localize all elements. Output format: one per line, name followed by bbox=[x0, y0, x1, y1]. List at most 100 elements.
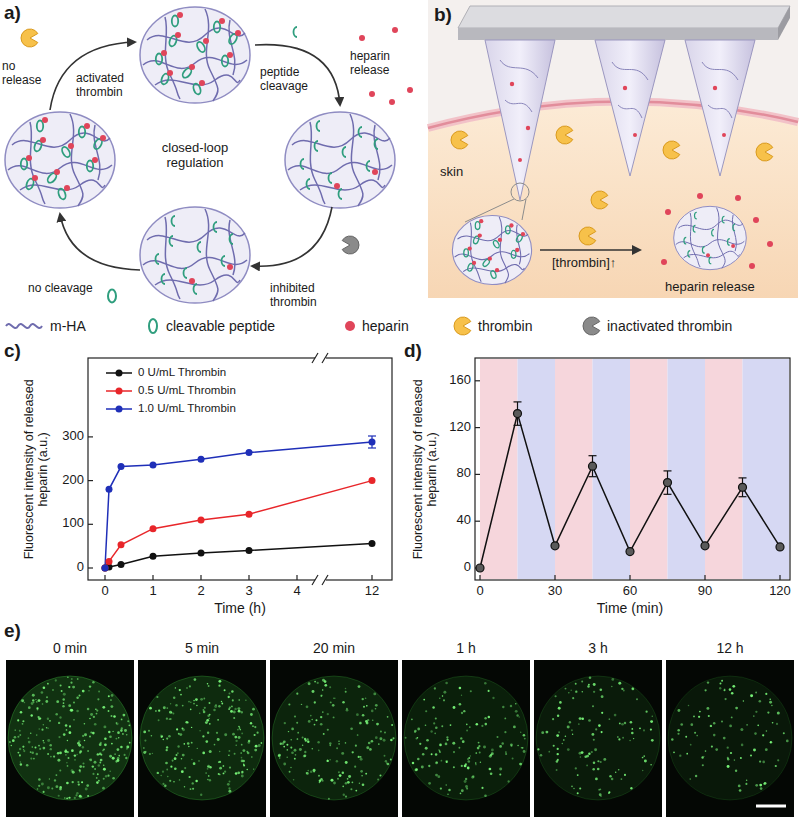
fluorescence-dot bbox=[188, 746, 190, 748]
fluorescence-dot bbox=[559, 701, 562, 704]
released-heparin bbox=[369, 91, 375, 97]
fluorescence-dot bbox=[117, 731, 120, 734]
pulsatile-chart bbox=[739, 483, 747, 491]
fluorescence-dot bbox=[431, 753, 433, 755]
fluorescence-dot bbox=[688, 705, 690, 707]
fluorescence-dot bbox=[446, 761, 448, 763]
microneedle-illustration bbox=[556, 126, 573, 144]
fluorescence-dot bbox=[390, 739, 393, 742]
fluorescence-dot bbox=[727, 747, 729, 749]
fluorescence-dot bbox=[484, 682, 487, 685]
fluorescence-dot bbox=[579, 717, 582, 720]
legend-swatches bbox=[6, 324, 42, 328]
fluorescence-dot bbox=[308, 682, 311, 685]
microneedle-illustration bbox=[702, 62, 738, 80]
fluorescence-dot bbox=[739, 789, 742, 792]
fluorescence-dot bbox=[237, 707, 240, 710]
released-heparin bbox=[407, 87, 413, 93]
hydrogel-cycle bbox=[285, 112, 395, 208]
fluorescence-dot bbox=[618, 738, 620, 740]
fluorescence-dot bbox=[179, 689, 181, 691]
pulsatile-chart bbox=[664, 479, 672, 487]
fluorescence-dot bbox=[593, 691, 595, 693]
fluorescence-dot bbox=[176, 754, 178, 756]
fluorescence-dot bbox=[242, 749, 245, 752]
fluorescence-dot bbox=[518, 716, 520, 718]
release-chart bbox=[105, 481, 372, 568]
fluorescence-dot bbox=[172, 713, 174, 715]
fluorescence-dot bbox=[191, 742, 193, 744]
fluorescence-dot bbox=[166, 738, 168, 740]
fluorescence-dot bbox=[459, 687, 462, 690]
fluorescence-dot bbox=[379, 774, 381, 776]
fluorescence-dot bbox=[345, 691, 347, 693]
fluorescence-dot bbox=[750, 754, 752, 756]
fluorescence-dot bbox=[373, 692, 376, 695]
release-chart bbox=[150, 553, 157, 560]
fluorescence-dot bbox=[188, 701, 190, 703]
fluorescence-dot bbox=[329, 759, 331, 761]
fluorescence-dot bbox=[19, 754, 21, 756]
fluorescence-dot bbox=[479, 751, 481, 753]
pulsatile-chart bbox=[475, 358, 790, 580]
fluorescence-dot bbox=[20, 761, 22, 763]
fluorescence-dot bbox=[510, 743, 513, 746]
fluorescence-dot bbox=[295, 754, 297, 756]
release-chart bbox=[105, 544, 372, 569]
microneedle-illustration bbox=[485, 40, 555, 200]
fluorescence-dot bbox=[515, 703, 516, 704]
fluorescence-dot bbox=[31, 702, 34, 705]
fluorescence-dot bbox=[217, 719, 219, 721]
fluorescence-dot bbox=[713, 722, 715, 724]
pulsatile-chart bbox=[593, 359, 631, 579]
fluorescence-dot bbox=[677, 729, 680, 732]
fluorescence-dot bbox=[597, 760, 599, 762]
pulsatile-chart bbox=[626, 548, 634, 556]
fluorescence-dot bbox=[81, 781, 83, 783]
fluorescence-dot bbox=[286, 756, 288, 758]
release-chart bbox=[118, 561, 125, 568]
fluorescence-dot bbox=[235, 740, 237, 742]
fluorescence-dot bbox=[65, 749, 66, 750]
fluorescence-dot bbox=[75, 794, 77, 796]
fluorescence-dot bbox=[89, 759, 92, 762]
pulsatile-chart bbox=[589, 462, 597, 470]
fluorescence-dot bbox=[359, 721, 362, 724]
fluorescence-dot bbox=[290, 747, 292, 749]
fluorescence-dot bbox=[731, 692, 734, 695]
fluorescence-dot bbox=[229, 707, 231, 709]
fluorescence-dot bbox=[30, 751, 32, 753]
fluorescence-dot bbox=[254, 734, 256, 736]
fluorescence-dot bbox=[81, 796, 83, 798]
fluorescence-dot bbox=[100, 742, 102, 744]
fluorescence-dot bbox=[120, 729, 123, 732]
fluorescence-dot bbox=[82, 735, 84, 737]
micrograph-panel: 12 h bbox=[666, 638, 798, 817]
fluorescence-dot bbox=[368, 742, 371, 745]
fluorescence-dot bbox=[470, 755, 471, 756]
fluorescence-dot bbox=[17, 752, 19, 754]
fluorescence-dot bbox=[710, 725, 712, 727]
hydrogel-cycle bbox=[140, 7, 250, 103]
fluorescence-dot bbox=[519, 763, 522, 766]
fluorescence-dot bbox=[461, 789, 464, 792]
fluorescence-dot bbox=[459, 703, 462, 706]
fluorescence-dot bbox=[360, 756, 362, 758]
legend-swatches bbox=[583, 317, 600, 335]
fluorescence-dot bbox=[250, 722, 252, 724]
fluorescence-dot bbox=[78, 783, 80, 785]
fluorescence-dot bbox=[377, 779, 379, 781]
fluorescence-dot bbox=[415, 768, 417, 770]
fluorescence-dot bbox=[439, 744, 442, 747]
fluorescence-dot bbox=[601, 695, 604, 698]
fluorescence-dot bbox=[20, 711, 23, 714]
microneedle-illustration bbox=[518, 158, 522, 162]
fluorescence-dot bbox=[435, 717, 437, 719]
fluorescence-dot bbox=[677, 709, 680, 712]
fluorescence-dot bbox=[74, 797, 76, 799]
node-label: 20 min bbox=[270, 640, 398, 656]
fluorescence-dot bbox=[425, 710, 427, 712]
fluorescence-dot bbox=[483, 746, 486, 749]
microneedle-illustration bbox=[595, 40, 665, 176]
fluorescence-dot bbox=[343, 794, 345, 796]
